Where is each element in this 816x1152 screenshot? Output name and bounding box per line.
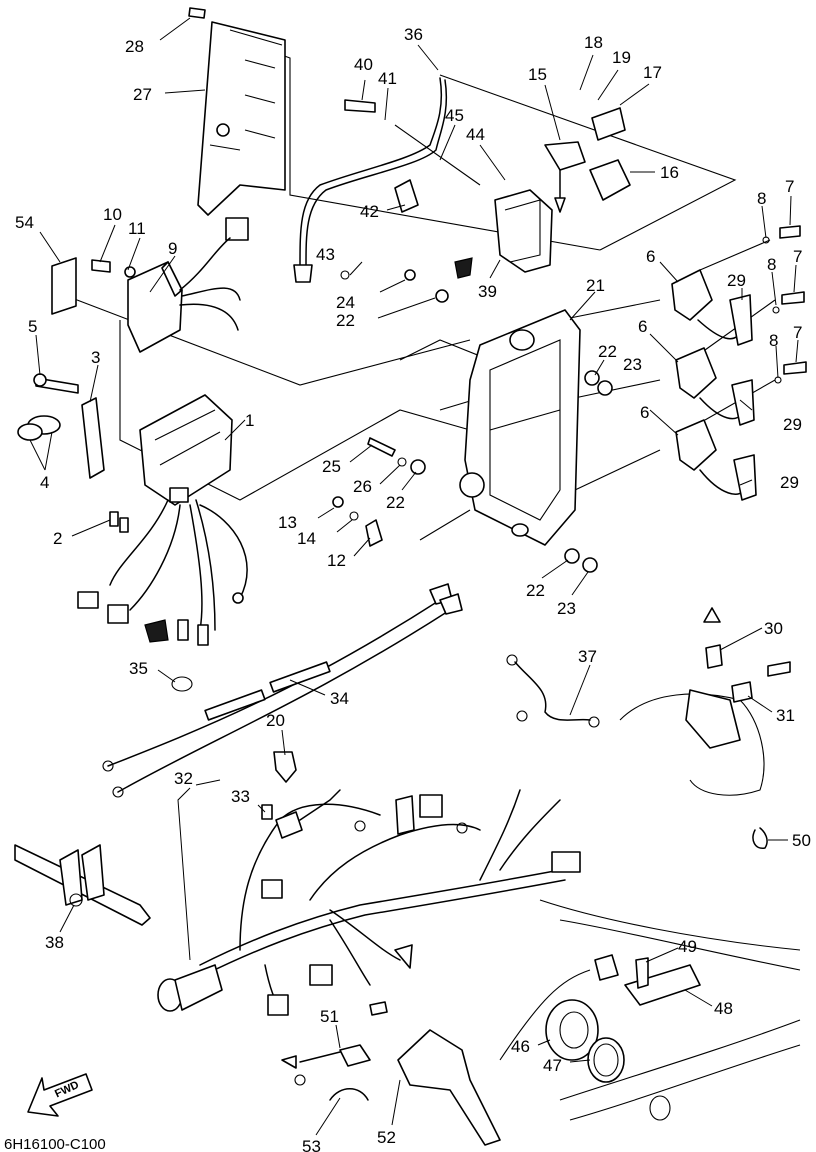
- callout-45: 45: [445, 106, 464, 125]
- rectifier-regulator-9: [91, 217, 249, 353]
- callout-54: 54: [15, 213, 34, 232]
- callout-26: 26: [353, 477, 372, 496]
- callout-5: 5: [28, 317, 37, 336]
- cable-clamp-38: [14, 844, 151, 926]
- callout-35: 35: [129, 659, 148, 678]
- callout-46: 46: [511, 1037, 530, 1056]
- bolts-7-washers-8: [762, 225, 807, 384]
- ignition-coil-6-mid: [675, 347, 755, 426]
- callout-11: 11: [128, 219, 146, 238]
- callout-8b: 8: [767, 255, 776, 274]
- callout-24: 24: [336, 293, 355, 312]
- callout-29b: 29: [783, 415, 802, 434]
- forward-arrow-icon: FWD: [27, 1073, 93, 1117]
- callout-9: 9: [168, 239, 177, 258]
- cdi-unit-1: [77, 394, 248, 646]
- callout-25: 25: [322, 457, 341, 476]
- callout-labels: 28 27 36 40 41 18 19 17 15 45 44 16 42 1…: [15, 25, 811, 1152]
- callout-3: 3: [91, 348, 100, 367]
- callout-1: 1: [245, 411, 254, 430]
- callout-22b: 22: [598, 342, 617, 361]
- callout-21: 21: [586, 276, 605, 295]
- callout-20: 20: [266, 711, 285, 730]
- callout-22a: 22: [336, 311, 355, 330]
- callout-19: 19: [612, 48, 631, 67]
- callout-8c: 8: [769, 331, 778, 350]
- callout-6c: 6: [640, 403, 649, 422]
- callout-2: 2: [53, 529, 62, 548]
- callout-15: 15: [528, 65, 547, 84]
- sensor-15: [544, 141, 586, 213]
- callout-53: 53: [302, 1137, 321, 1152]
- ignition-coil-6-top: [671, 269, 753, 346]
- callout-34: 34: [330, 689, 349, 708]
- callout-17: 17: [643, 63, 662, 82]
- callout-37: 37: [578, 647, 597, 666]
- callout-38: 38: [45, 933, 64, 952]
- callout-18: 18: [584, 33, 603, 52]
- pulser-39: [454, 189, 553, 279]
- callout-47: 47: [543, 1056, 562, 1075]
- drawing-code: 6H16100-C100: [4, 1136, 106, 1152]
- callout-13: 13: [278, 513, 297, 532]
- callout-22d: 22: [526, 581, 545, 600]
- fuse-33-clip-20: [261, 751, 341, 839]
- callout-6b: 6: [638, 317, 647, 336]
- starter-area-30-31: [619, 607, 791, 796]
- callout-14: 14: [297, 529, 316, 548]
- callout-22c: 22: [386, 493, 405, 512]
- callout-39: 39: [478, 282, 497, 301]
- callout-27: 27: [133, 85, 152, 104]
- callout-51: 51: [320, 1007, 339, 1026]
- callout-32: 32: [174, 769, 193, 788]
- callout-7a: 7: [785, 177, 794, 196]
- callout-42: 42: [360, 202, 379, 221]
- lead-34: [102, 583, 463, 798]
- callout-7b: 7: [793, 247, 802, 266]
- callout-6a: 6: [646, 247, 655, 266]
- callout-30: 30: [764, 619, 783, 638]
- main-harness-32: [157, 789, 581, 1016]
- callout-44: 44: [466, 125, 485, 144]
- lead-37: [506, 654, 600, 728]
- callout-43: 43: [316, 245, 335, 264]
- callout-41: 41: [378, 69, 397, 88]
- leader-lines: [29, 17, 799, 1136]
- label-54: [51, 257, 77, 315]
- callout-8a: 8: [757, 189, 766, 208]
- bolt-5-bracket-3-clamp-4: [17, 373, 105, 479]
- callout-12: 12: [327, 551, 346, 570]
- callout-4: 4: [40, 473, 49, 492]
- callout-23b: 23: [557, 599, 576, 618]
- callout-16: 16: [660, 163, 679, 182]
- wire-36-42-45: [293, 77, 448, 283]
- parts-51-52-53: [281, 1001, 501, 1146]
- sensor-16-17: [589, 107, 631, 201]
- callout-33: 33: [231, 787, 250, 806]
- ignition-coil-6-low: [675, 419, 757, 501]
- callout-49: 49: [678, 937, 697, 956]
- callout-29a: 29: [727, 271, 746, 290]
- callout-7c: 7: [793, 323, 802, 342]
- callout-50: 50: [792, 831, 811, 850]
- callout-10: 10: [103, 205, 122, 224]
- bracket-27: [188, 7, 286, 216]
- clip-50: [752, 827, 768, 849]
- callout-36: 36: [404, 25, 423, 44]
- callout-31: 31: [776, 706, 795, 725]
- callout-28: 28: [125, 37, 144, 56]
- callout-40: 40: [354, 55, 373, 74]
- callout-29c: 29: [780, 473, 799, 492]
- cowling-area-46-49: [499, 899, 801, 1121]
- base-plate-21: [459, 309, 613, 546]
- callout-48: 48: [714, 999, 733, 1018]
- callout-52: 52: [377, 1128, 396, 1147]
- callout-23a: 23: [623, 355, 642, 374]
